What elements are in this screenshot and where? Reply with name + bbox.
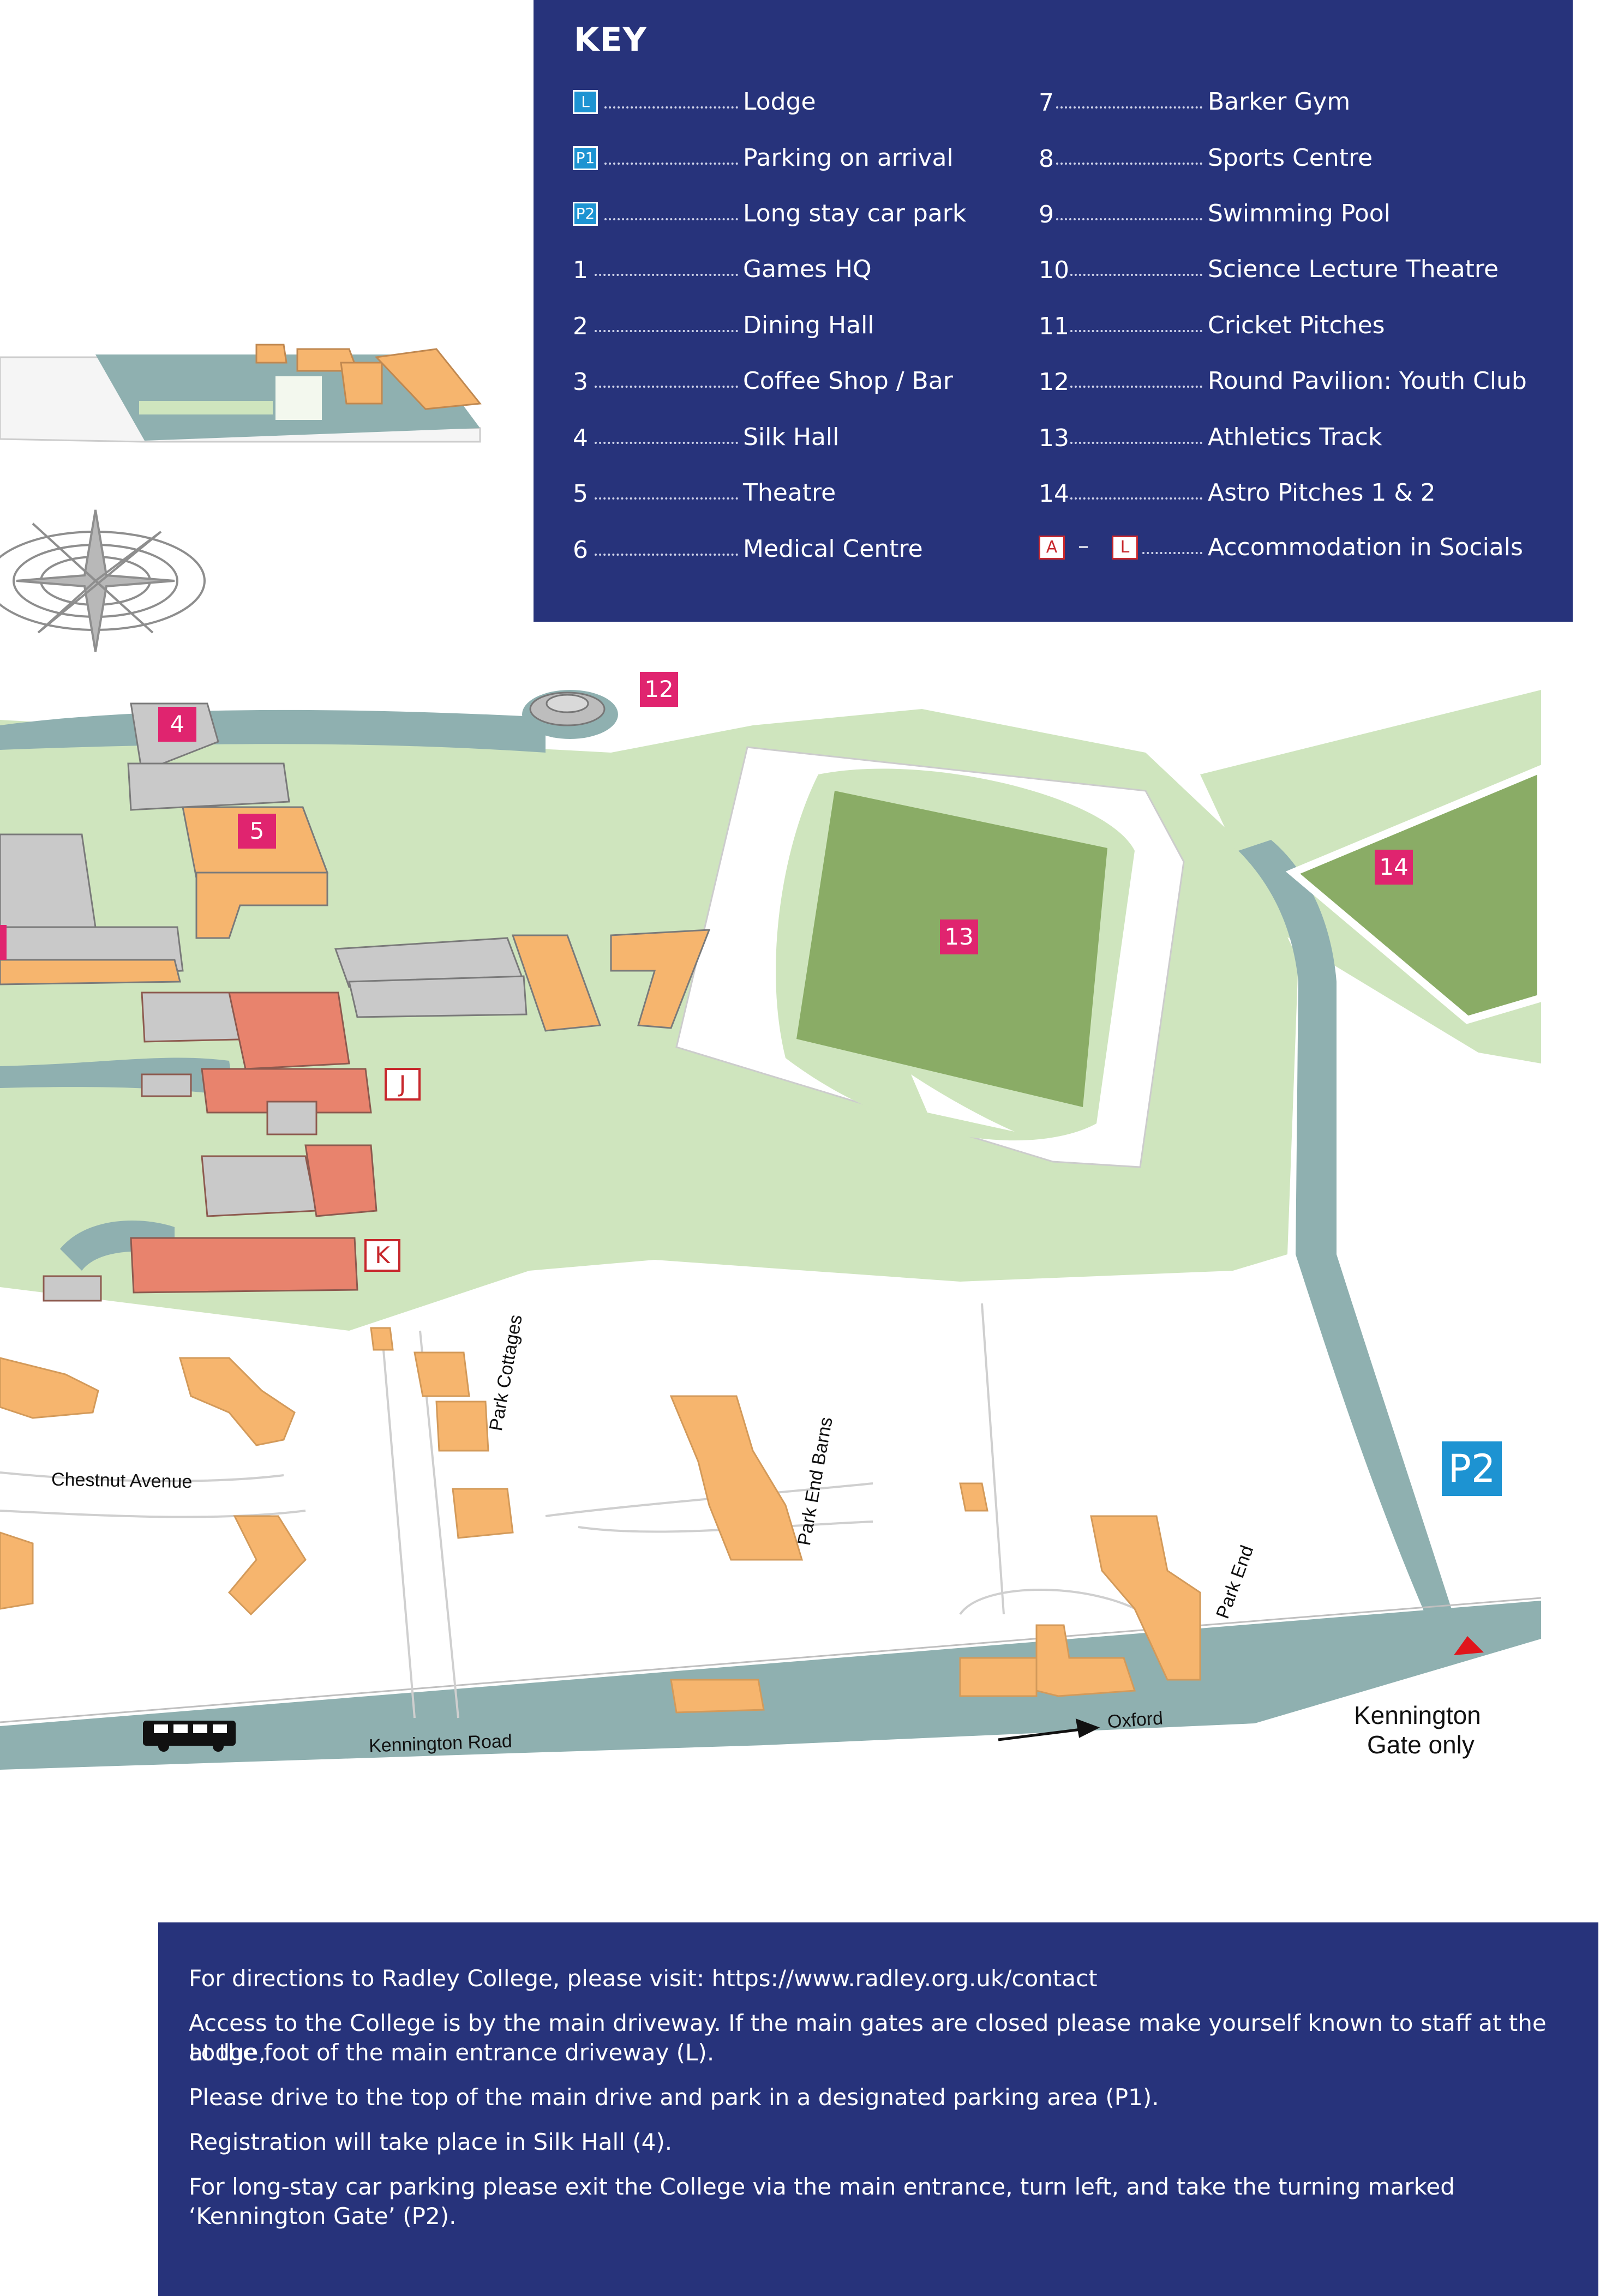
key-code: 6: [573, 536, 588, 564]
building-pin-12[interactable]: 12: [640, 672, 678, 707]
accommodation-pin-k[interactable]: K: [364, 1239, 400, 1272]
accommodation-code-from: A: [1039, 536, 1065, 560]
key-code: 1: [573, 256, 588, 284]
key-label: Long stay car park: [743, 200, 967, 227]
key-label: Lodge: [743, 88, 816, 116]
village-houses: [0, 1327, 1201, 1714]
key-item-coffee-shop: 3 Coffee Shop / Bar: [573, 364, 955, 396]
key-label: Sports Centre: [1208, 144, 1373, 172]
accommodation-pin-j[interactable]: J: [385, 1068, 421, 1101]
key-code: 10: [1039, 256, 1069, 284]
key-label: Accommodation in Socials: [1208, 533, 1523, 561]
key-code-badge: P2: [573, 202, 598, 226]
key-item-parking-on-arrival: P1 Parking on arrival: [573, 141, 955, 173]
gate-label-line2: Gate only: [1367, 1730, 1475, 1759]
key-code: 3: [573, 368, 588, 396]
key-label: Dining Hall: [743, 311, 874, 339]
access-text-line1: Access to the College is by the main dri…: [189, 2010, 1547, 2066]
map-key-panel: KEY L Lodge P1 Parking on arrival P2 Lon…: [534, 0, 1573, 622]
building-pin-4[interactable]: 4: [158, 707, 196, 742]
key-label: Games HQ: [743, 255, 872, 283]
key-title: KEY: [574, 21, 647, 59]
key-code-badge: P1: [573, 146, 598, 170]
key-label: Medical Centre: [743, 535, 923, 563]
key-item-long-stay-car-park: P2 Long stay car park: [573, 196, 966, 229]
key-code: 9: [1039, 201, 1054, 229]
key-item-cricket-pitches: 11 Cricket Pitches: [1039, 308, 1530, 341]
bus-stop-icon: [143, 1721, 236, 1752]
building-pin-partial: [0, 925, 7, 960]
accommodation-range-dash: –: [1078, 533, 1089, 558]
kennington-gate-marker-icon: [1454, 1636, 1484, 1655]
key-label: Science Lecture Theatre: [1208, 255, 1499, 283]
key-code: 7: [1039, 89, 1054, 117]
street-label-chestnut-avenue: Chestnut Avenue: [51, 1469, 193, 1493]
key-item-barker-gym: 7 Barker Gym: [1039, 85, 1530, 117]
village-roads: [0, 1303, 1147, 1718]
houses: [43, 991, 377, 1302]
key-label: Astro Pitches 1 & 2: [1208, 479, 1436, 507]
key-code-badge: L: [573, 90, 598, 114]
registration-text: Registration will take place in Silk Hal…: [189, 2129, 673, 2155]
key-item-round-pavilion: 12 Round Pavilion: Youth Club: [1039, 364, 1530, 396]
key-code: 8: [1039, 145, 1054, 173]
key-code: 4: [573, 424, 588, 452]
key-item-athletics-track: 13 Athletics Track: [1039, 420, 1530, 453]
building-pin-5[interactable]: 5: [238, 814, 276, 849]
accommodation-code-to: L: [1112, 536, 1138, 560]
round-pavilion: [522, 690, 618, 739]
astro-pitches: [1285, 763, 1545, 1024]
gate-label-line1: Kennington: [1354, 1701, 1481, 1729]
key-label: Silk Hall: [743, 423, 840, 451]
college-buildings: [0, 702, 711, 1032]
key-code: 11: [1039, 312, 1069, 340]
key-item-sports-centre: 8 Sports Centre: [1039, 141, 1530, 173]
key-item-dining-hall: 2 Dining Hall: [573, 308, 955, 341]
oxford-direction-arrow-icon: [998, 1718, 1100, 1741]
key-label: Athletics Track: [1208, 423, 1382, 451]
key-label: Coffee Shop / Bar: [743, 367, 953, 395]
key-item-medical-centre: 6 Medical Centre: [573, 532, 955, 564]
key-label: Barker Gym: [1208, 88, 1351, 116]
upper-left-grounds: [0, 344, 482, 443]
compass-rose-icon: [0, 509, 206, 652]
directions-website-text: For directions to Radley College, please…: [189, 1965, 1098, 1992]
direction-label-oxford: Oxford: [1106, 1708, 1164, 1733]
key-code: 13: [1039, 424, 1069, 452]
building-pin-14[interactable]: 14: [1375, 850, 1413, 885]
key-item-lodge: L Lodge: [573, 85, 955, 117]
directions-info-panel: For directions to Radley College, please…: [158, 1922, 1598, 2296]
key-label: Parking on arrival: [743, 144, 954, 172]
key-item-games-hq: 1 Games HQ: [573, 252, 955, 285]
key-code: 12: [1039, 368, 1069, 396]
parking-badge-p2[interactable]: P2: [1442, 1441, 1502, 1496]
key-item-science-lecture-theatre: 10 Science Lecture Theatre: [1039, 252, 1530, 285]
key-label: Theatre: [743, 479, 836, 507]
access-text-line2: at the foot of the main entrance drivewa…: [189, 2039, 715, 2066]
key-item-astro-pitches: 14 Astro Pitches 1 & 2: [1039, 476, 1530, 508]
building-pin-13[interactable]: 13: [940, 919, 978, 954]
parking-instruction-text: Please drive to the top of the main driv…: [189, 2084, 1159, 2111]
key-label: Cricket Pitches: [1208, 311, 1385, 339]
key-label: Swimming Pool: [1208, 200, 1391, 227]
key-label: Round Pavilion: Youth Club: [1208, 367, 1527, 395]
key-code: 2: [573, 312, 588, 340]
key-item-silk-hall: 4 Silk Hall: [573, 420, 955, 453]
key-item-swimming-pool: 9 Swimming Pool: [1039, 196, 1530, 229]
long-stay-parking-text: For long-stay car parking please exit th…: [189, 2173, 1455, 2229]
key-item-accommodation: A – L Accommodation in Socials: [1039, 530, 1530, 563]
key-item-theatre: 5 Theatre: [573, 476, 955, 508]
key-code: 5: [573, 480, 588, 508]
key-code: 14: [1039, 480, 1069, 508]
